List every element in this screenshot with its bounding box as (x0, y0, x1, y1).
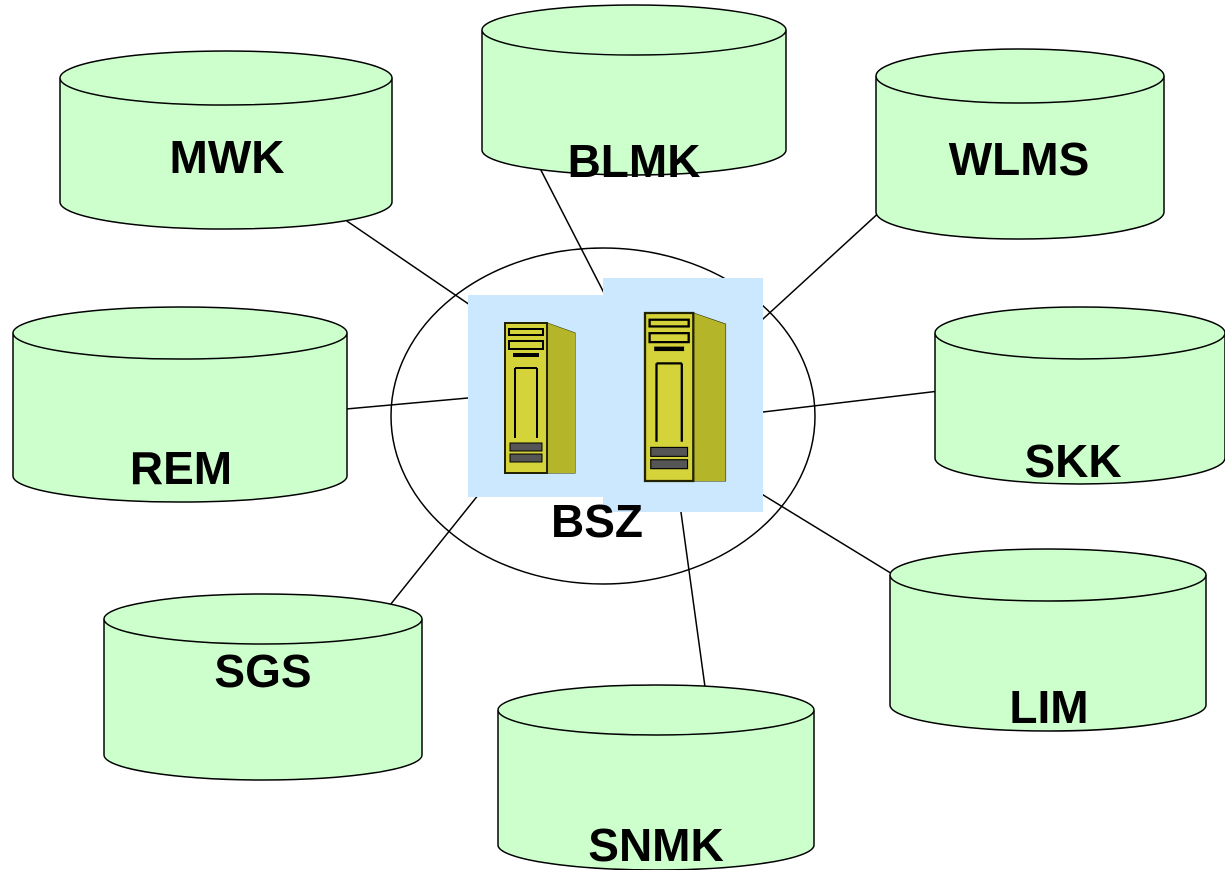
database-mwk: MWK (59, 50, 393, 230)
database-skk: SKK (934, 306, 1225, 487)
center-hub: BSZ (390, 247, 816, 585)
database-label: SGS (214, 645, 311, 697)
database-blmk: BLMK (481, 4, 787, 187)
connector-snmk (679, 504, 710, 717)
database-label: LIM (1009, 681, 1088, 733)
database-label: WLMS (949, 133, 1090, 185)
server-icon (504, 322, 576, 474)
database-wlms: WLMS (875, 48, 1165, 240)
database-sgs: SGS (103, 593, 423, 781)
database-label: SKK (1024, 435, 1121, 487)
database-label: SNMK (588, 819, 723, 870)
database-lim: LIM (889, 548, 1207, 733)
database-rem: REM (12, 306, 348, 503)
hub-ellipse (390, 247, 816, 585)
center-label: BSZ (551, 495, 643, 547)
database-label: BLMK (568, 135, 701, 187)
database-label: MWK (170, 131, 285, 183)
database-snmk: SNMK (497, 684, 815, 870)
database-label: REM (130, 442, 232, 494)
server-icon (643, 311, 727, 483)
